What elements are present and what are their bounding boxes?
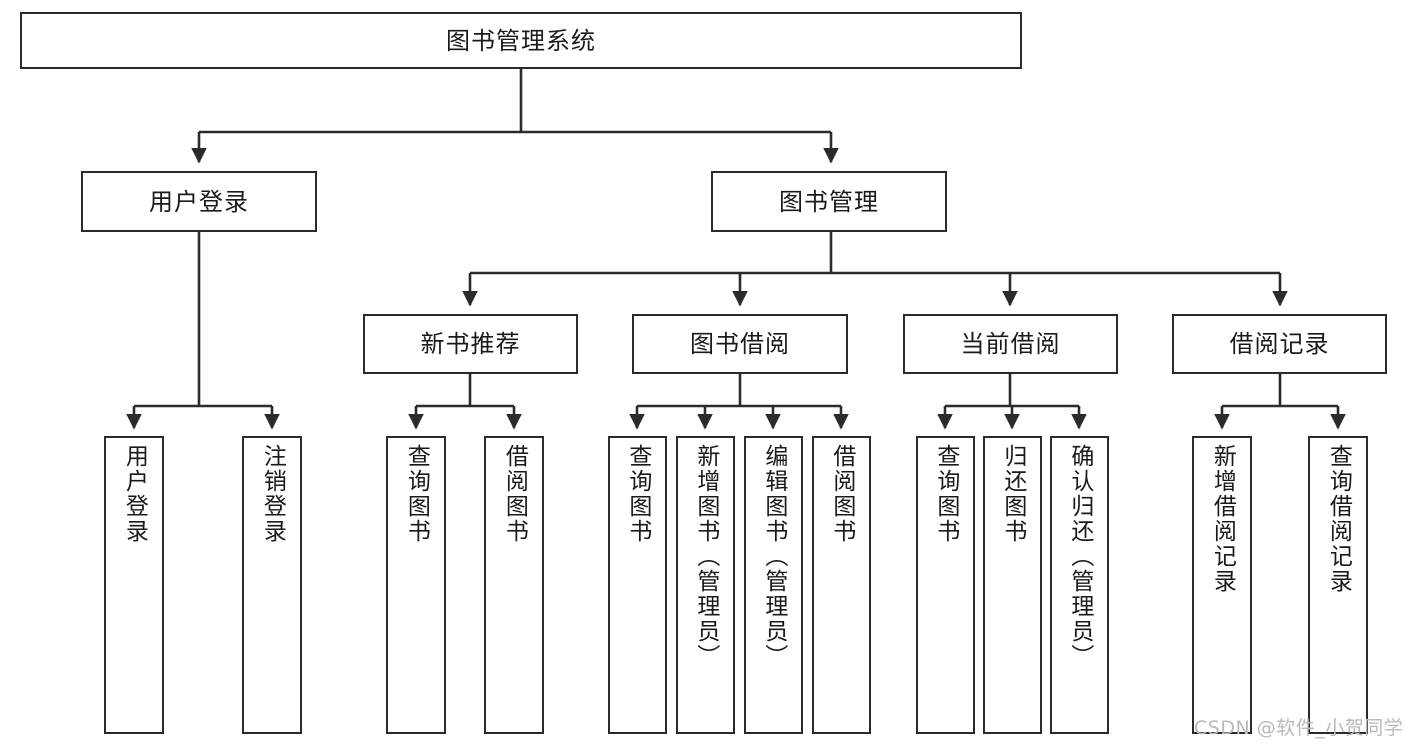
node-root-label: 图书管理系统 [446, 26, 596, 55]
node-user-login[interactable]: 用户登录 [81, 171, 317, 232]
node-book-manage[interactable]: 图书管理 [711, 171, 947, 232]
node-root[interactable]: 图书管理系统 [20, 12, 1022, 69]
node-leaf-add-record-label: 新增借阅记录 [1209, 444, 1236, 594]
node-leaf-borrow-book-1-label: 借阅图书 [501, 444, 528, 544]
node-leaf-query-record[interactable]: 查询借阅记录 [1308, 436, 1368, 734]
node-leaf-user-logout-label: 注销登录 [259, 444, 286, 544]
watermark-text: CSDN @软件_小贺同学 [1194, 717, 1404, 739]
node-leaf-edit-book[interactable]: 编辑图书（管理员） [744, 436, 803, 734]
node-leaf-add-book-label: 新增图书（管理员） [692, 444, 719, 669]
node-leaf-borrow-book-1[interactable]: 借阅图书 [484, 436, 544, 734]
node-leaf-query-book-2[interactable]: 查询图书 [608, 436, 667, 734]
node-leaf-query-book-1[interactable]: 查询图书 [386, 436, 446, 734]
node-leaf-query-book-3[interactable]: 查询图书 [916, 436, 975, 734]
node-current-borrow-label: 当前借阅 [960, 330, 1061, 358]
node-leaf-return-book-label: 归还图书 [999, 444, 1026, 544]
node-leaf-borrow-book-2-label: 借阅图书 [828, 444, 855, 544]
node-new-book-rec[interactable]: 新书推荐 [363, 314, 578, 374]
node-borrow-record[interactable]: 借阅记录 [1172, 314, 1387, 374]
node-leaf-borrow-book-2[interactable]: 借阅图书 [812, 436, 871, 734]
node-leaf-query-record-label: 查询借阅记录 [1325, 444, 1352, 594]
node-borrow-record-label: 借阅记录 [1229, 330, 1330, 358]
node-leaf-query-book-3-label: 查询图书 [932, 444, 959, 544]
node-book-borrow-label: 图书借阅 [690, 330, 790, 358]
node-leaf-confirm-return[interactable]: 确认归还（管理员） [1050, 436, 1109, 734]
node-new-book-rec-label: 新书推荐 [420, 330, 521, 358]
node-leaf-query-book-1-label: 查询图书 [403, 444, 430, 544]
node-leaf-user-login-label: 用户登录 [121, 444, 148, 544]
node-leaf-edit-book-label: 编辑图书（管理员） [760, 444, 787, 669]
node-leaf-add-book[interactable]: 新增图书（管理员） [676, 436, 735, 734]
node-user-login-label: 用户登录 [149, 187, 249, 216]
node-book-borrow[interactable]: 图书借阅 [632, 314, 848, 374]
node-leaf-user-logout[interactable]: 注销登录 [242, 436, 302, 734]
node-leaf-confirm-return-label: 确认归还（管理员） [1066, 444, 1093, 669]
node-leaf-user-login[interactable]: 用户登录 [104, 436, 164, 734]
node-current-borrow[interactable]: 当前借阅 [903, 314, 1118, 374]
node-leaf-return-book[interactable]: 归还图书 [983, 436, 1042, 734]
node-book-manage-label: 图书管理 [779, 187, 879, 216]
node-leaf-add-record[interactable]: 新增借阅记录 [1192, 436, 1252, 734]
node-leaf-query-book-2-label: 查询图书 [624, 444, 651, 544]
